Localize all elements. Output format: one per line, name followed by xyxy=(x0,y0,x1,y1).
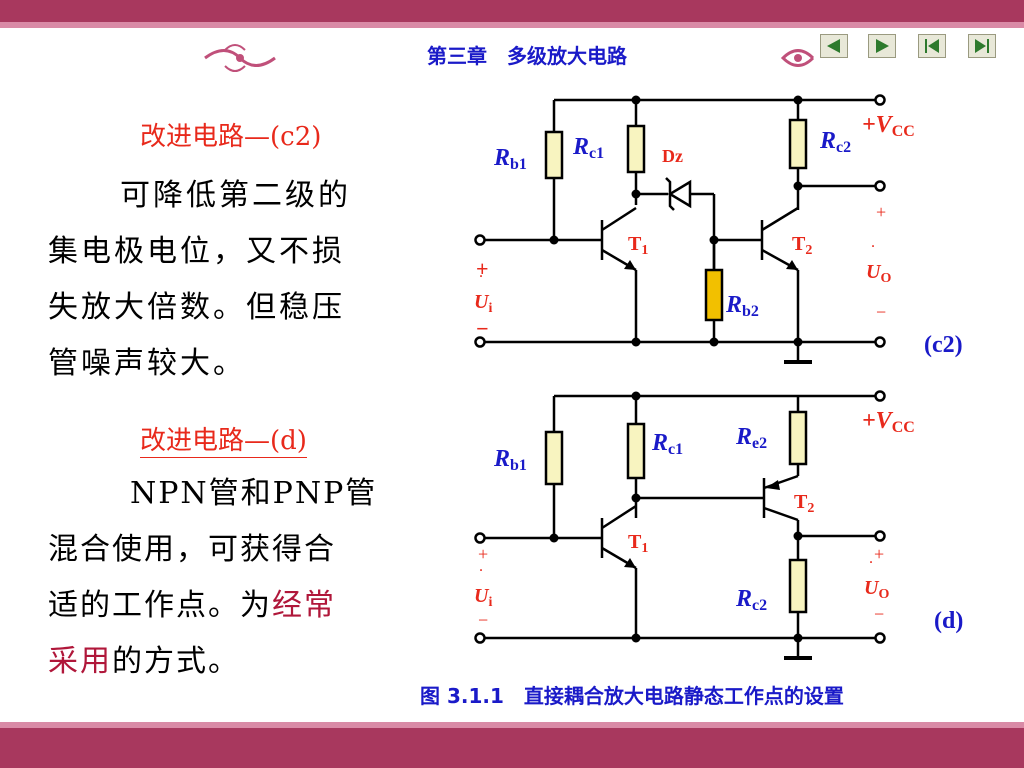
bottom-banner-stripe xyxy=(0,722,1024,728)
circuit-c2-diagram: Rb1 Rc1 Dz Rc2 Rb2 T1 T2 +VCC + UO ˙ − +… xyxy=(474,94,963,364)
d-rb1-resistor xyxy=(544,430,564,486)
d-rc2-label: Rc2 xyxy=(735,586,767,614)
triangle-left-icon xyxy=(827,39,840,53)
d-uo-dot: ˙ xyxy=(868,557,874,577)
c2-rc2-label: Rc2 xyxy=(819,128,851,156)
section-d-highlight-2: 采用 xyxy=(48,644,112,679)
next-slide-button[interactable] xyxy=(868,34,896,58)
top-banner xyxy=(0,0,1024,22)
d-uo-minus: − xyxy=(874,604,884,624)
section-c2-line-4: 管噪声较大。 xyxy=(48,346,246,381)
right-ornament-icon xyxy=(780,49,815,67)
section-d-line-3-prefix: 适的工作点。为 xyxy=(48,588,272,623)
d-re2-resistor xyxy=(788,410,808,466)
c2-ui-label: Ui xyxy=(474,291,492,316)
c2-uo-minus: − xyxy=(876,302,886,322)
section-c2-line-2: 集电极电位，又不损 xyxy=(48,234,345,269)
section-d-line-1: NPN管和PNP管 xyxy=(130,476,378,511)
d-rc1-label: Rc1 xyxy=(651,430,683,458)
c2-rb2-label: Rb2 xyxy=(725,292,759,320)
d-re2-label: Re2 xyxy=(735,424,767,452)
c2-ui-dot: ˙ xyxy=(478,271,484,291)
d-rc1-resistor xyxy=(626,422,646,480)
section-d-line-4-suffix: 的方式。 xyxy=(112,644,240,679)
c2-uo-dot: ˙ xyxy=(870,241,876,261)
rc2-resistor xyxy=(788,118,808,170)
rb1-resistor xyxy=(544,130,564,180)
c2-t1-label: T1 xyxy=(628,233,648,258)
section-c2-line-1: 可降低第二级的 xyxy=(120,178,351,213)
top-banner-stripe xyxy=(0,22,1024,28)
section-d-line-4: 采用的方式。 xyxy=(48,634,413,690)
d-ui-plus: + xyxy=(478,544,488,564)
triangle-right-icon xyxy=(876,39,889,53)
section-d-title: 改进电路—(d) xyxy=(140,420,307,458)
rb2-resistor xyxy=(704,268,724,322)
c2-rb1-label: Rb1 xyxy=(493,145,527,173)
section-c2-title: 改进电路—(c2) xyxy=(140,122,322,152)
d-uo-label: UO xyxy=(864,577,889,602)
d-uo-plus: + xyxy=(874,544,884,564)
section-d-line-3: 适的工作点。为经常 xyxy=(48,578,413,634)
c2-ui-minus: − xyxy=(476,316,489,341)
figure-caption: 图 3.1.1 直接耦合放大电路静态工作点的设置 xyxy=(420,684,844,708)
section-c2-line-3: 失放大倍数。但稳压 xyxy=(48,290,345,325)
section-d-line-2: 混合使用，可获得合 xyxy=(48,532,336,567)
d-ui-dot: ˙ xyxy=(478,565,484,585)
d-rb1-label: Rb1 xyxy=(493,446,527,474)
circuit-d-diagram: Rb1 Rc1 Re2 Rc2 T1 T2 +VCC + UO ˙ − + Ui… xyxy=(474,390,963,660)
c2-dz-label: Dz xyxy=(662,146,683,166)
c2-ui-plus: + xyxy=(476,256,489,281)
d-vcc-label: +VCC xyxy=(862,408,915,436)
c2-vcc-label: +VCC xyxy=(862,112,915,140)
d-t1-label: T1 xyxy=(628,531,648,556)
last-slide-button[interactable] xyxy=(968,34,996,58)
d-t2-label: T2 xyxy=(794,491,814,516)
section-d-highlight-1: 经常 xyxy=(272,588,336,623)
left-ornament-icon xyxy=(204,44,276,72)
d-rc2-resistor xyxy=(788,558,808,614)
section-c2-body: 可降低第二级的 集电极电位，又不损 失放大倍数。但稳压 管噪声较大。 xyxy=(48,168,413,392)
skip-last-icon xyxy=(975,39,989,53)
prev-slide-button[interactable] xyxy=(820,34,848,58)
chapter-title: 第三章 多级放大电路 xyxy=(282,32,772,80)
skip-first-icon xyxy=(925,39,939,53)
c2-rc1-label: Rc1 xyxy=(572,134,604,162)
bottom-banner xyxy=(0,728,1024,768)
c2-t2-label: T2 xyxy=(792,233,812,258)
d-figure-label: (d) xyxy=(934,608,963,634)
d-ui-label: Ui xyxy=(474,585,492,610)
c2-figure-label: (c2) xyxy=(924,332,963,358)
zener-diode-icon xyxy=(665,177,692,211)
d-ui-minus: − xyxy=(478,610,488,630)
rc1-resistor xyxy=(626,124,646,174)
section-d-body: NPN管和PNP管 混合使用，可获得合 适的工作点。为经常 采用的方式。 xyxy=(48,466,413,690)
first-slide-button[interactable] xyxy=(918,34,946,58)
c2-uo-label: UO xyxy=(866,261,891,286)
c2-uo-plus: + xyxy=(876,202,886,222)
